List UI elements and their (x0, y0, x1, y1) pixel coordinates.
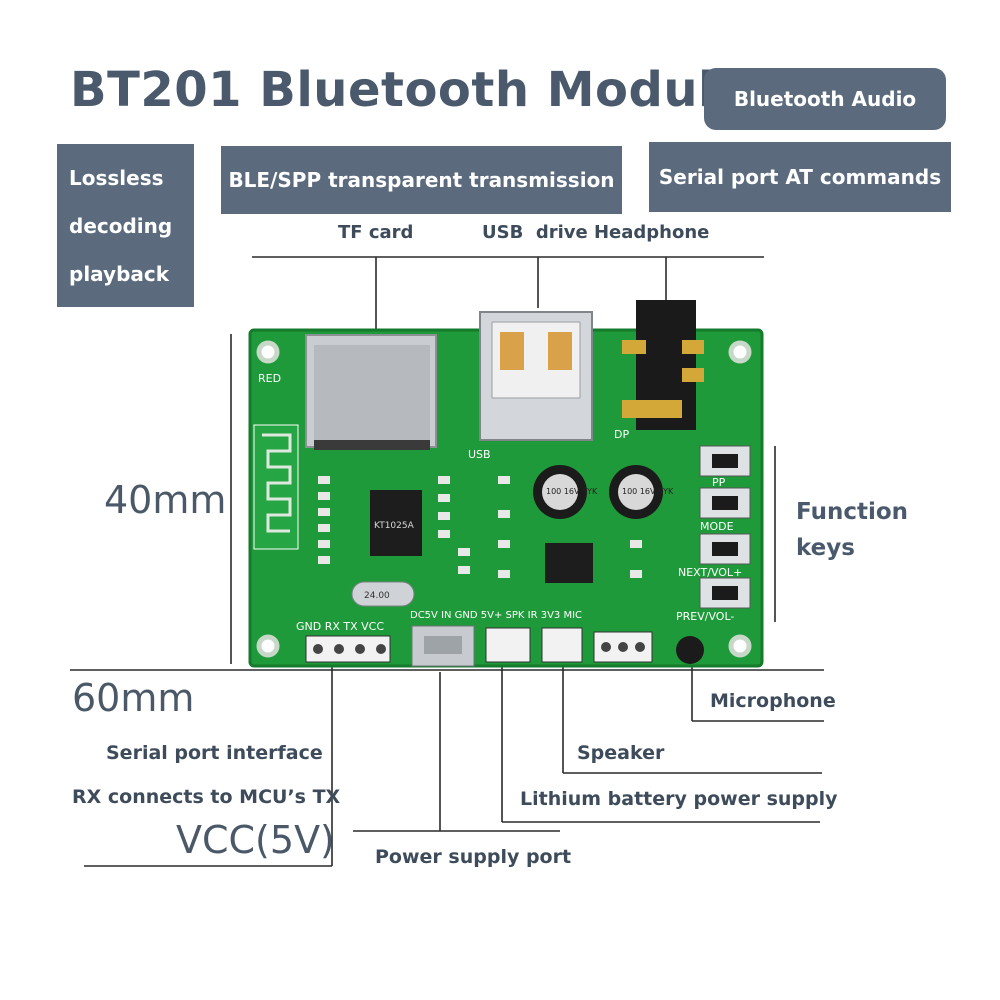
label-rx-tx: RX connects to MCU’s TX (72, 786, 341, 808)
silk-usb: USB (468, 448, 491, 461)
page-title: BT201 Bluetooth Module (70, 62, 749, 118)
feature-lossless-line-1: Lossless (69, 165, 164, 190)
label-lithium-battery: Lithium battery power supply (520, 788, 838, 810)
label-microphone: Microphone (710, 690, 836, 712)
label-function-keys-line-2: keys (796, 535, 855, 561)
feature-badge-ble-spp: BLE/SPP transparent transmission (221, 146, 622, 214)
silk-pin-labels: DC5V IN GND 5V+ SPK IR 3V3 MIC (410, 610, 582, 621)
silk-gnd-rx-tx-vcc: GND RX TX VCC (296, 620, 384, 633)
feature-badge-bluetooth-audio: Bluetooth Audio (704, 68, 946, 130)
silk-cap-1: 100 16V SYK (546, 487, 598, 496)
label-function-keys-line-1: Function (796, 499, 909, 525)
silk-prev-vol: PREV/VOL- (676, 610, 734, 623)
silk-crystal: 24.00 (364, 591, 390, 601)
callout-lines (70, 256, 824, 867)
dimension-width: 60mm (72, 676, 195, 720)
label-vcc: VCC(5V) (176, 818, 335, 862)
silk-dp: DP (614, 428, 629, 441)
silk-red: RED (258, 372, 281, 385)
feature-badge-serial-at: Serial port AT commands (649, 142, 951, 212)
silk-chip: KT1025A (374, 521, 415, 531)
feature-badge-lossless: Lossless decoding playback (57, 144, 194, 307)
label-speaker: Speaker (577, 742, 665, 764)
label-function-keys: Function keys (796, 494, 908, 566)
label-serial-port-interface: Serial port interface (106, 742, 323, 764)
feature-lossless-line-2: decoding (69, 213, 173, 238)
feature-lossless-line-3: playback (69, 261, 170, 286)
silk-mode: MODE (700, 520, 734, 533)
silk-next-vol: NEXT/VOL+ (678, 566, 742, 579)
label-power-supply-port: Power supply port (375, 846, 572, 868)
label-tf-card: TF card (338, 222, 414, 243)
pcb-board (248, 300, 764, 668)
silk-pp: PP (712, 476, 726, 489)
dimension-height: 40mm (104, 478, 227, 522)
label-usb-drive-headphone: USB drive Headphone (482, 222, 710, 243)
silk-cap-2: 100 16V SYK (622, 487, 674, 496)
